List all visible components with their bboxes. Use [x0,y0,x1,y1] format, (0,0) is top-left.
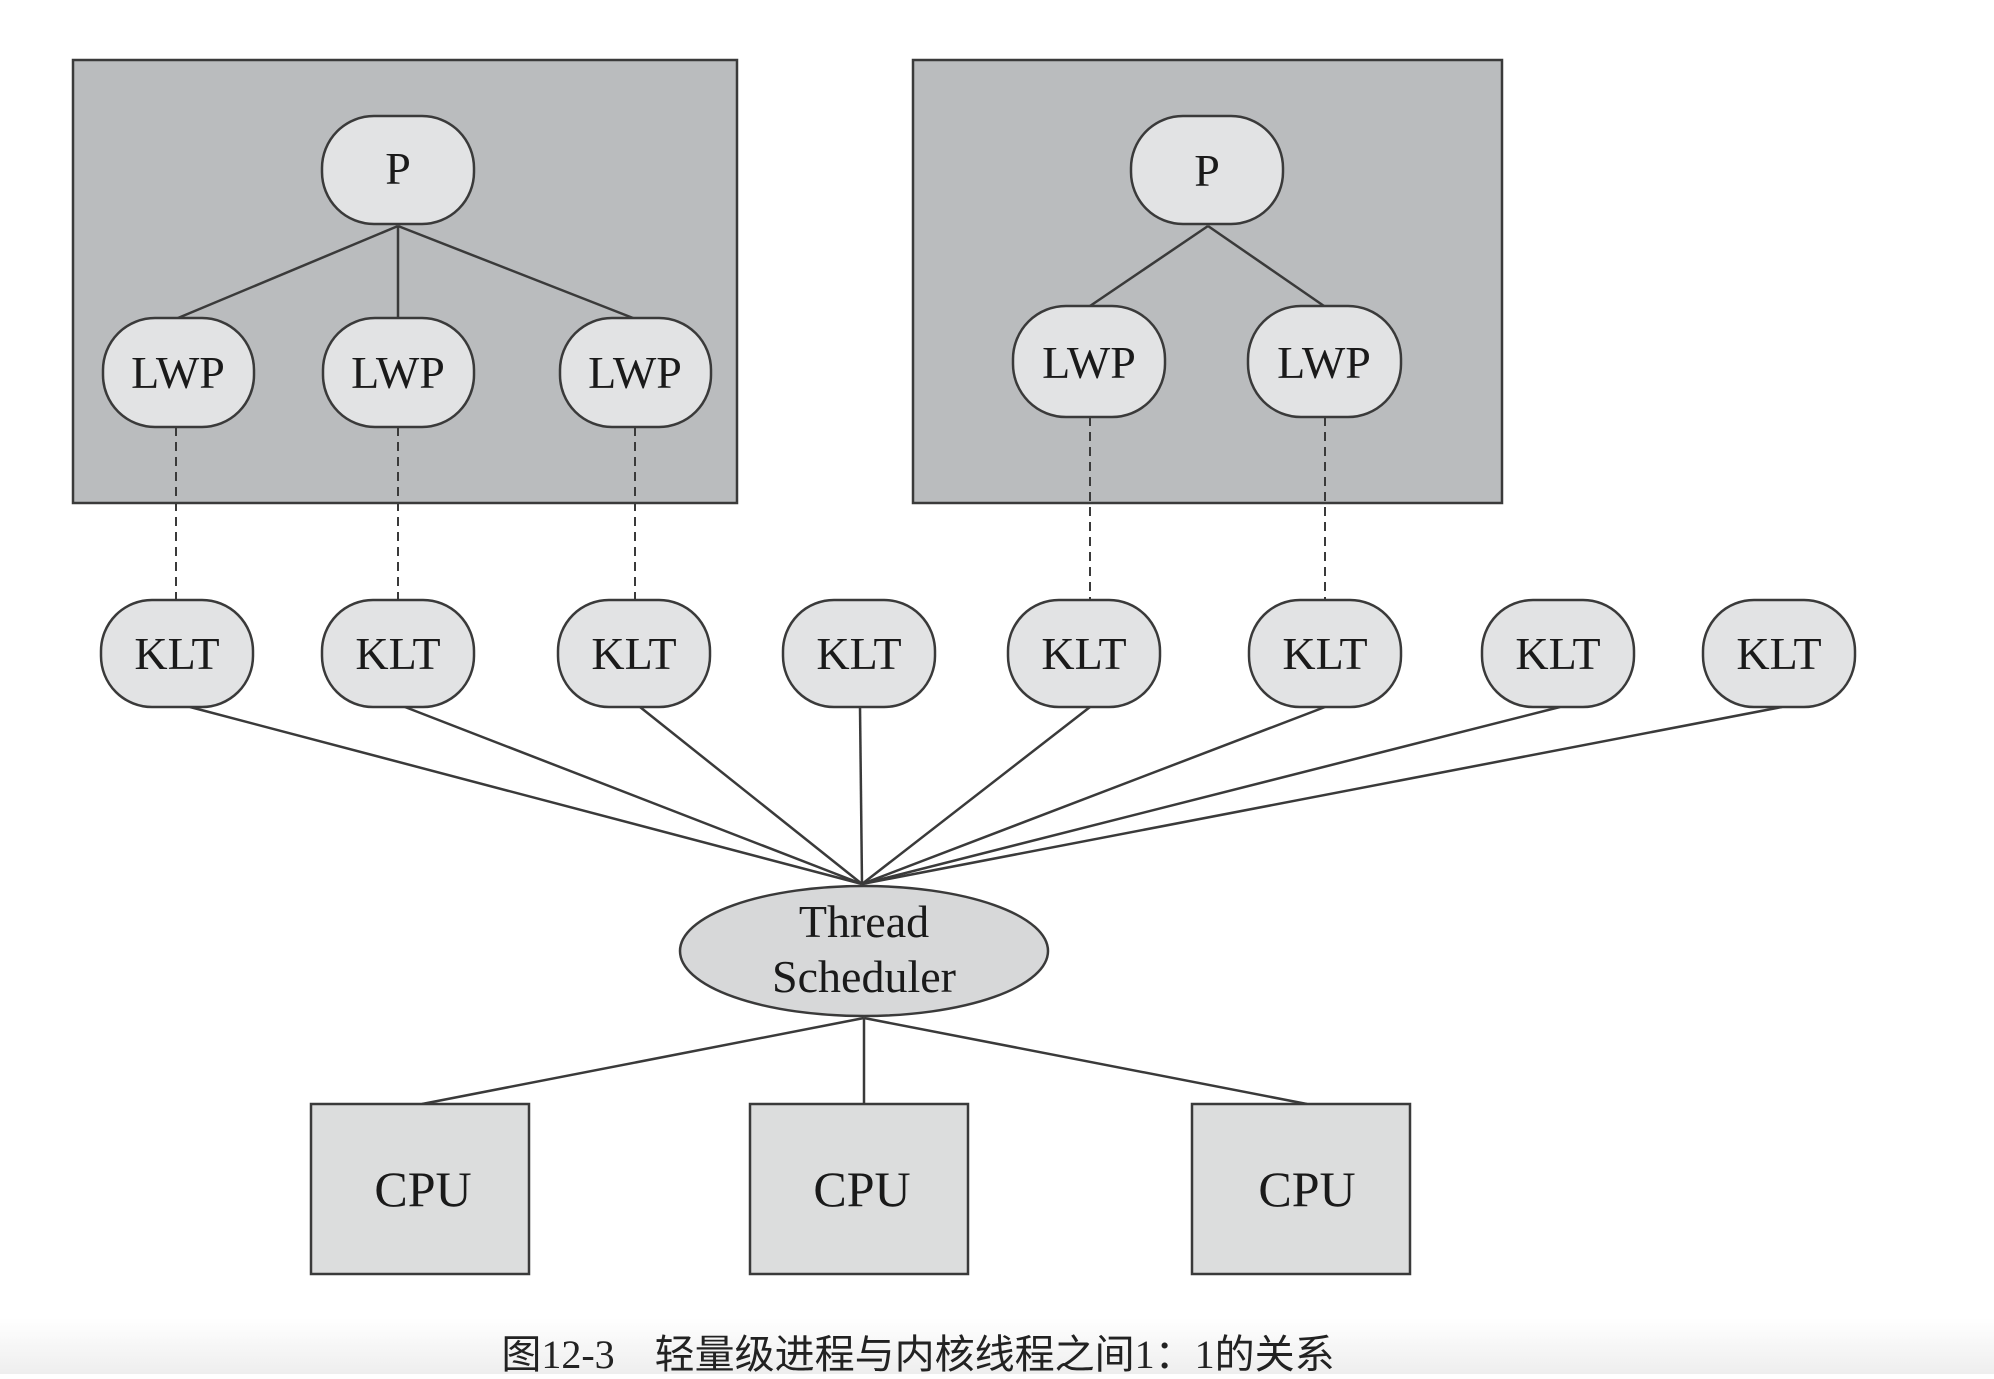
klt-label: KLT [1041,628,1126,679]
lwp-label: LWP [1042,337,1136,388]
lwp-label: LWP [588,347,682,398]
scheduler-label-line2: Scheduler [772,951,956,1002]
cpu-box: CPU [1190,1102,1412,1276]
klt-label: KLT [816,628,901,679]
klt-node: KLT [1006,598,1162,709]
process-node-label: P [1194,145,1220,196]
klt-label: KLT [1282,628,1367,679]
process-node-label: P [385,143,411,194]
lwp-node: LWP [101,316,256,429]
lwp-node: LWP [1011,304,1167,419]
process-node-1: P [320,114,476,226]
process-node-2: P [1129,114,1285,226]
klt-node: KLT [1480,598,1636,709]
klt-node: KLT [781,598,937,709]
klt-scheduler-lines [189,705,1783,886]
lwp-node: LWP [1246,304,1403,419]
klt-node: KLT [320,598,476,709]
lwp-label: LWP [1277,337,1371,388]
lwp-label: LWP [131,347,225,398]
scheduler-label-line1: Thread [799,896,929,947]
klt-node: KLT [1701,598,1857,709]
cpu-label: CPU [374,1161,471,1217]
klt-label: KLT [355,628,440,679]
cpu-box: CPU [309,1102,531,1276]
klt-node: KLT [1247,598,1403,709]
klt-node: KLT [556,598,712,709]
process-tree-lines [177,224,1325,320]
thread-scheduler-node: Thread Scheduler [678,884,1050,1018]
figure-caption: 图12-3 轻量级进程与内核线程之间1：1的关系 [501,1332,1334,1374]
klt-label: KLT [1736,628,1821,679]
lwp-label: LWP [351,347,445,398]
cpu-label: CPU [1258,1161,1355,1217]
klt-label: KLT [591,628,676,679]
lwp-node: LWP [558,316,713,429]
cpu-label: CPU [813,1161,910,1217]
klt-label: KLT [1515,628,1600,679]
caption-band [0,1318,1994,1374]
scheduler-cpu-lines [421,1016,1308,1106]
lwp-node: LWP [321,316,476,429]
lwp-klt-mapping-lines [175,417,1326,600]
klt-node: KLT [99,598,255,709]
cpu-box: CPU [748,1102,970,1276]
klt-label: KLT [134,628,219,679]
